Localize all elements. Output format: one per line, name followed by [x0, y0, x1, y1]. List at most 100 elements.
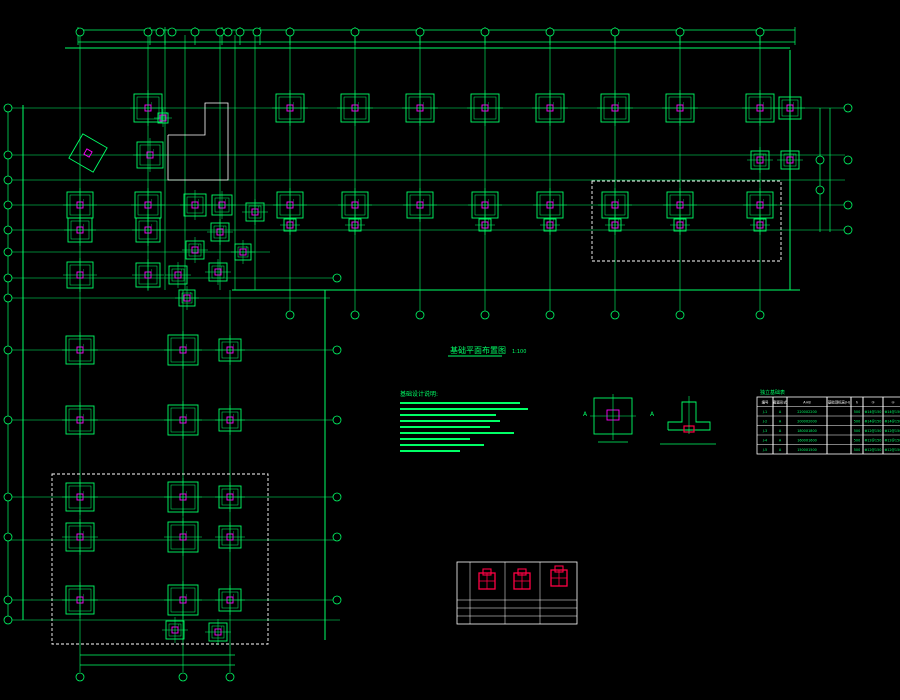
column-section-legend: [456, 561, 578, 625]
axis-bubble: [3, 532, 13, 542]
footing: J: [750, 215, 770, 235]
axis-bubble: [332, 492, 342, 502]
table-cell: h: [856, 401, 858, 405]
axis-bubble-circle: [223, 27, 233, 37]
axis-bubble-circle: [332, 492, 342, 502]
axis-bubble: [755, 310, 765, 320]
axis-bubble-circle: [415, 310, 425, 320]
axis-bubble: [143, 27, 153, 37]
footing: J: [775, 93, 805, 123]
detail-mark-left: A: [583, 411, 588, 418]
footing: J: [154, 109, 172, 127]
table-cell: Φ14@150: [865, 420, 882, 424]
axis-bubble-circle: [3, 595, 13, 605]
table-cell: Φ12@150: [865, 448, 882, 452]
table-cell: 基础顶标高(H): [828, 400, 851, 405]
footing: J: [164, 581, 202, 619]
table-cell: J-2: [762, 420, 767, 424]
table-cell: A: [779, 439, 782, 443]
footing-tag: J: [185, 490, 187, 494]
footing-tag: J: [292, 218, 294, 222]
footing-tag: J: [165, 111, 167, 115]
dashed-frame: [591, 180, 782, 262]
dashed-frame: [51, 473, 269, 645]
axis-bubble-circle: [815, 155, 825, 165]
axis-bubble: [843, 225, 853, 235]
table-cell: Φ12@150: [885, 439, 900, 443]
table-cell: Φ12@150: [865, 439, 882, 443]
table-cell: 截面形式: [773, 400, 787, 405]
footing: J: [777, 147, 803, 173]
footing-tag: J: [197, 243, 199, 247]
axis-bubble-circle: [3, 200, 13, 210]
legend-border: [456, 561, 578, 625]
axis-bubble-circle: [843, 155, 853, 165]
table-cell: 500: [854, 420, 860, 424]
footing: J: [272, 90, 308, 126]
footing-tag: J: [552, 198, 554, 202]
axis-bubble: [3, 615, 13, 625]
axis-bubble: [178, 672, 188, 682]
detail-section-outline: [667, 401, 711, 431]
axis-bubble-circle: [332, 532, 342, 542]
axis-bubble: [332, 273, 342, 283]
axis-bubble: [225, 672, 235, 682]
footing-tag: J: [245, 245, 247, 249]
footing: J: [747, 147, 773, 173]
axis-bubble: [545, 310, 555, 320]
footing-tag: J: [82, 413, 84, 417]
axis-bubble: [610, 27, 620, 37]
plan-title: 基础平面布置图: [450, 345, 506, 355]
axis-bubble: [545, 27, 555, 37]
footing-tag: J: [189, 291, 191, 295]
table-cell: A: [779, 448, 782, 452]
axis-bubble-circle: [75, 27, 85, 37]
footing: J: [402, 90, 438, 126]
axis-bubble: [3, 345, 13, 355]
notes-title: 基础设计说明:: [400, 390, 438, 398]
axis-bubble: [155, 27, 165, 37]
table-cell: J-3: [762, 429, 767, 433]
footing: J: [280, 215, 300, 235]
footing-tag: J: [220, 265, 222, 269]
axis-bubble-circle: [480, 310, 490, 320]
footing-tag: J: [792, 101, 794, 105]
axis-bubble-circle: [332, 273, 342, 283]
axis-bubble: [675, 27, 685, 37]
axis-bubble: [332, 345, 342, 355]
footing: J: [132, 259, 164, 291]
axis-bubble-circle: [3, 225, 13, 235]
axis-bubble-circle: [252, 27, 262, 37]
footing-tag: J: [682, 198, 684, 202]
table-cell: Φ12@150: [885, 429, 900, 433]
footing-tag: J: [232, 490, 234, 494]
axis-bubble-circle: [3, 345, 13, 355]
design-notes-lines: [400, 402, 528, 452]
footing-tag: J: [232, 413, 234, 417]
footing-tag: J: [682, 218, 684, 222]
footing-tag: J: [487, 198, 489, 202]
axis-bubble: [415, 310, 425, 320]
axis-bubble-circle: [332, 415, 342, 425]
footing: J: [743, 188, 777, 222]
axis-bubble-circle: [675, 310, 685, 320]
axis-bubble: [167, 27, 177, 37]
footing: J: [670, 215, 690, 235]
axis-bubble: [332, 415, 342, 425]
footing-tag: J: [150, 223, 152, 227]
axis-bubble: [3, 175, 13, 185]
axis-bubble-circle: [3, 247, 13, 257]
axis-bubble-circle: [178, 672, 188, 682]
table-cell: 2200X2200: [797, 410, 817, 414]
footing: J: [242, 199, 268, 225]
footing-tag: J: [552, 218, 554, 222]
footing: J: [215, 585, 245, 615]
axis-bubble: [415, 27, 425, 37]
axis-bubble: [843, 103, 853, 113]
footing-tag: J: [150, 268, 152, 272]
footing-tag: J: [617, 101, 619, 105]
table-cell: Φ14@150: [885, 420, 900, 424]
axis-bubble: [3, 492, 13, 502]
axis-bubble: [350, 27, 360, 37]
